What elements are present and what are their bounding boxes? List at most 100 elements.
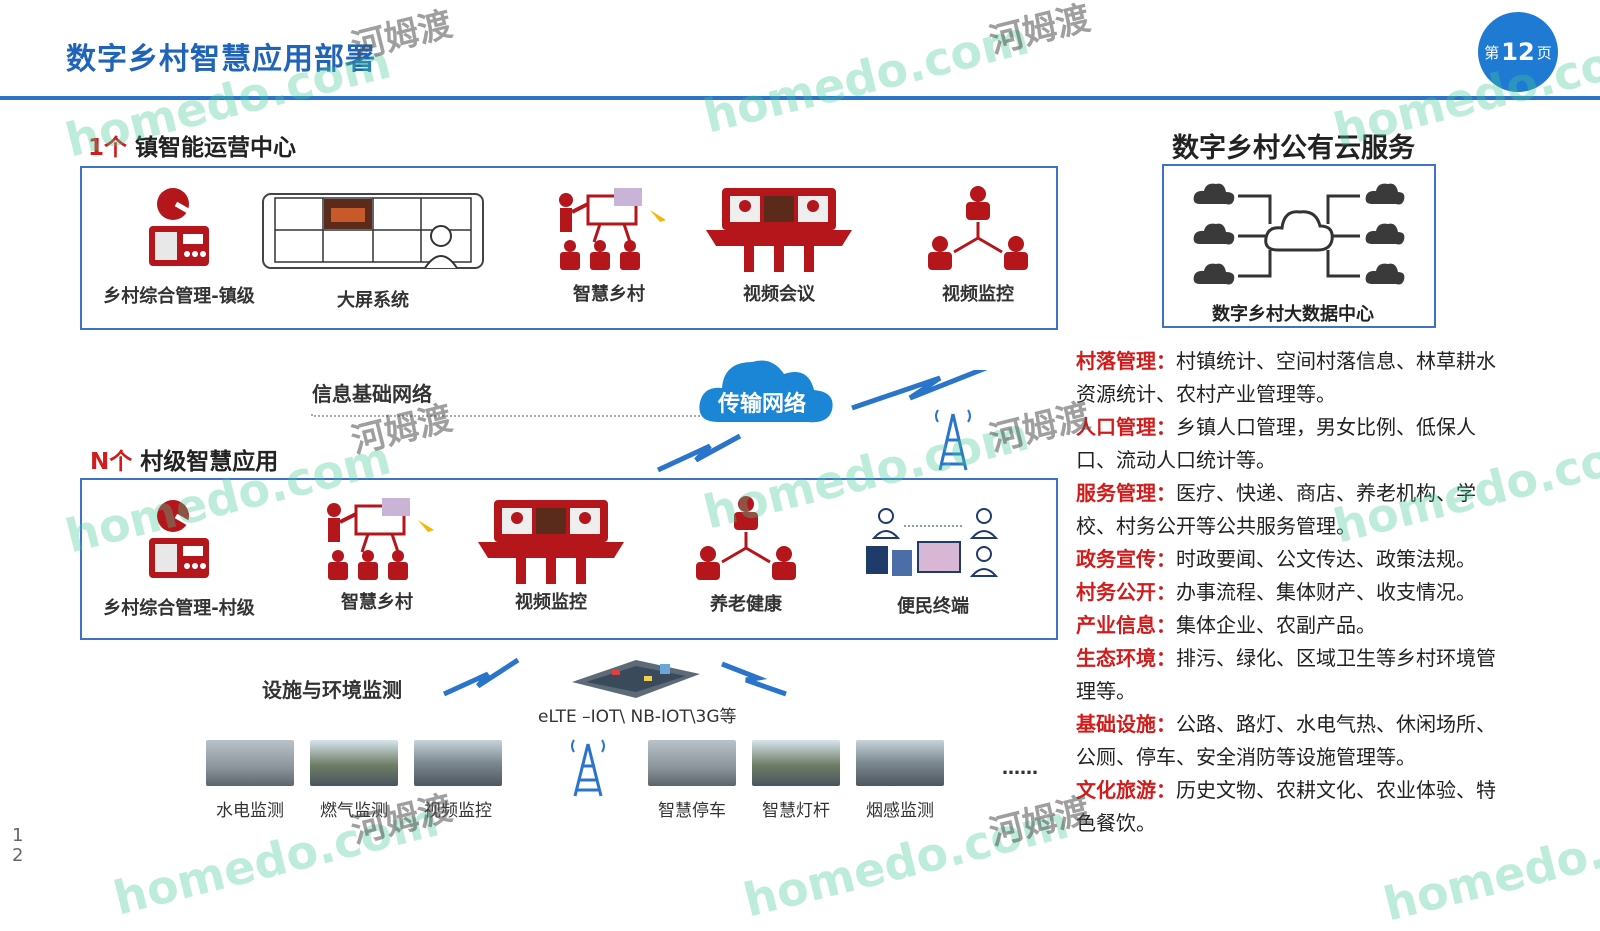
page-prefix: 第 [1484,43,1500,62]
header-divider [0,96,1600,100]
thumbnail-image [206,740,294,786]
thumbnail-image [310,740,398,786]
desc-text: 公路、路灯、水电气热、休闲场所、公厕、停车、安全消防等设施管理等。 [1076,712,1496,769]
village-item-label: 视频监控 [515,592,587,613]
town-item-label: 视频监控 [942,284,1014,305]
town-item-management[interactable]: 乡村综合管理-镇级 [94,184,264,308]
village-item-label: 便民终端 [897,596,969,617]
page-suffix: 页 [1536,43,1552,62]
transmission-cloud: 传输网络 [696,352,836,428]
town-item-video-monitoring[interactable]: 视频监控 [918,182,1038,306]
desc-key: 产业信息： [1076,613,1176,637]
desc-item: 产业信息：集体企业、农副产品。 [1076,609,1506,642]
monitor-label: 智慧停车 [658,801,726,821]
cloud-icon [699,360,833,423]
monitor-gas[interactable]: 燃气监测 [310,740,398,821]
cloud-service-box: 数字乡村大数据中心 [1162,164,1436,328]
more-ellipsis: …… [1002,758,1038,779]
desc-text: 村镇统计、空间村落信息、林草耕水资源统计、农村产业管理等。 [1076,349,1496,406]
monitor-label: 烟感监测 [866,801,934,821]
village-item-smart-village[interactable]: 智慧乡村 [312,496,442,614]
desc-key: 政务宣传： [1076,547,1176,571]
page-number-badge: 第 12 页 [1478,12,1558,92]
town-item-video-conference[interactable]: 视频会议 [704,184,854,306]
town-item-label: 智慧乡村 [573,284,645,305]
desc-item: 基础设施：公路、路灯、水电气热、休闲场所、公厕、停车、安全消防等设施管理等。 [1076,708,1506,774]
cloud-network-icon [1193,183,1405,285]
monitor-smart-pole[interactable]: 智慧灯杆 [752,740,840,821]
desc-text: 历史文物、农耕文化、农业体验、特色餐饮。 [1076,778,1496,835]
town-section-title: 1个 镇智能运营中心 [88,128,296,162]
tower-icon [935,409,971,471]
village-item-elderly-health[interactable]: 养老健康 [686,492,806,616]
desc-key: 人口管理： [1076,415,1176,439]
village-item-label: 养老健康 [710,594,782,615]
watermark-latin: homedo.com [698,10,1034,144]
watermark-cn: 河姆渡 [985,0,1095,62]
road-scene-icon [572,660,700,698]
desc-key: 服务管理： [1076,481,1176,505]
desc-text: 排污、绿化、区域卫生等乡村环境管理等。 [1076,646,1496,703]
village-item-video-monitoring[interactable]: 视频监控 [476,496,626,614]
monitor-water-power[interactable]: 水电监测 [206,740,294,821]
management-terminal-icon [94,496,264,584]
monitoring-network-icon [918,182,1038,276]
management-terminal-icon [94,184,264,272]
town-item-smart-village[interactable]: 智慧乡村 [544,186,674,306]
desc-key: 村务公开： [1076,580,1176,604]
thumbnail-image [414,740,502,786]
desc-text: 办事流程、集体财产、收支情况。 [1176,580,1476,604]
desc-item: 服务管理：医疗、快递、商店、养老机构、学校、村务公开等公共服务管理。 [1076,477,1506,543]
desc-text: 时政要闻、公文传达、政策法规。 [1176,547,1476,571]
conference-table-icon [476,496,626,588]
desc-item: 村务公开：办事流程、集体财产、收支情况。 [1076,576,1506,609]
town-apps-box: 乡村综合管理-镇级 大屏系统 [80,166,1058,330]
town-item-big-screen[interactable]: 大屏系统 [260,190,486,312]
village-item-service-terminal[interactable]: 便民终端 [858,504,1008,618]
page-number: 12 [1501,38,1535,66]
monitor-label: 水电监测 [216,801,284,821]
wireless-links-icon [442,657,787,697]
desc-key: 基础设施： [1076,712,1176,736]
monitor-label: 视频监控 [424,801,492,821]
page-title: 数字乡村智慧应用部署 [66,42,376,77]
thumbnail-image [648,740,736,786]
presentation-icon [312,496,442,584]
protocol-label: eLTE –IOT\ NB-IOT\3G等 [538,707,737,727]
thumbnail-image [856,740,944,786]
town-count: 1个 [88,135,128,161]
village-item-management[interactable]: 乡村综合管理-村级 [94,496,264,620]
monitor-parking[interactable]: 智慧停车 [648,740,736,821]
town-item-label: 乡村综合管理-镇级 [103,286,255,307]
presentation-icon [544,186,674,274]
cloud-label: 传输网络 [718,392,807,417]
video-wall-icon [260,190,486,272]
care-network-icon [686,492,806,586]
desc-item: 文化旅游：历史文物、农耕文化、农业体验、特色餐饮。 [1076,774,1506,840]
cloud-service-title: 数字乡村公有云服务 [1172,133,1415,164]
desc-item: 生态环境：排污、绿化、区域卫生等乡村环境管理等。 [1076,642,1506,708]
tower-icon [571,739,605,797]
desc-item: 村落管理：村镇统计、空间村落信息、林草耕水资源统计、农村产业管理等。 [1076,345,1506,411]
town-item-label: 视频会议 [743,284,815,305]
village-count: N个 [90,449,133,475]
monitor-label: 燃气监测 [320,801,388,821]
service-terminal-icon [858,504,1008,584]
thumbnail-image [752,740,840,786]
village-section-title: N个 村级智慧应用 [90,442,278,476]
desc-text: 医疗、快递、商店、养老机构、学校、村务公开等公共服务管理。 [1076,481,1476,538]
facility-title: 设施与环境监测 [262,678,402,702]
village-title-text: 村级智慧应用 [140,449,279,475]
desc-key: 生态环境： [1076,646,1176,670]
monitor-smoke[interactable]: 烟感监测 [856,740,944,821]
town-item-label: 大屏系统 [337,290,409,311]
desc-key: 村落管理： [1076,349,1176,373]
monitor-video[interactable]: 视频监控 [414,740,502,821]
desc-key: 文化旅游： [1076,778,1176,802]
function-description-list: 村落管理：村镇统计、空间村落信息、林草耕水资源统计、农村产业管理等。 人口管理：… [1076,345,1506,840]
village-apps-box: 乡村综合管理-村级 智慧乡村 [80,478,1058,640]
slide-side-number: 1 2 [12,825,24,866]
town-title-text: 镇智能运营中心 [135,135,297,161]
desc-item: 政务宣传：时政要闻、公文传达、政策法规。 [1076,543,1506,576]
desc-item: 人口管理：乡镇人口管理，男女比例、低保人口、流动人口统计等。 [1076,411,1506,477]
